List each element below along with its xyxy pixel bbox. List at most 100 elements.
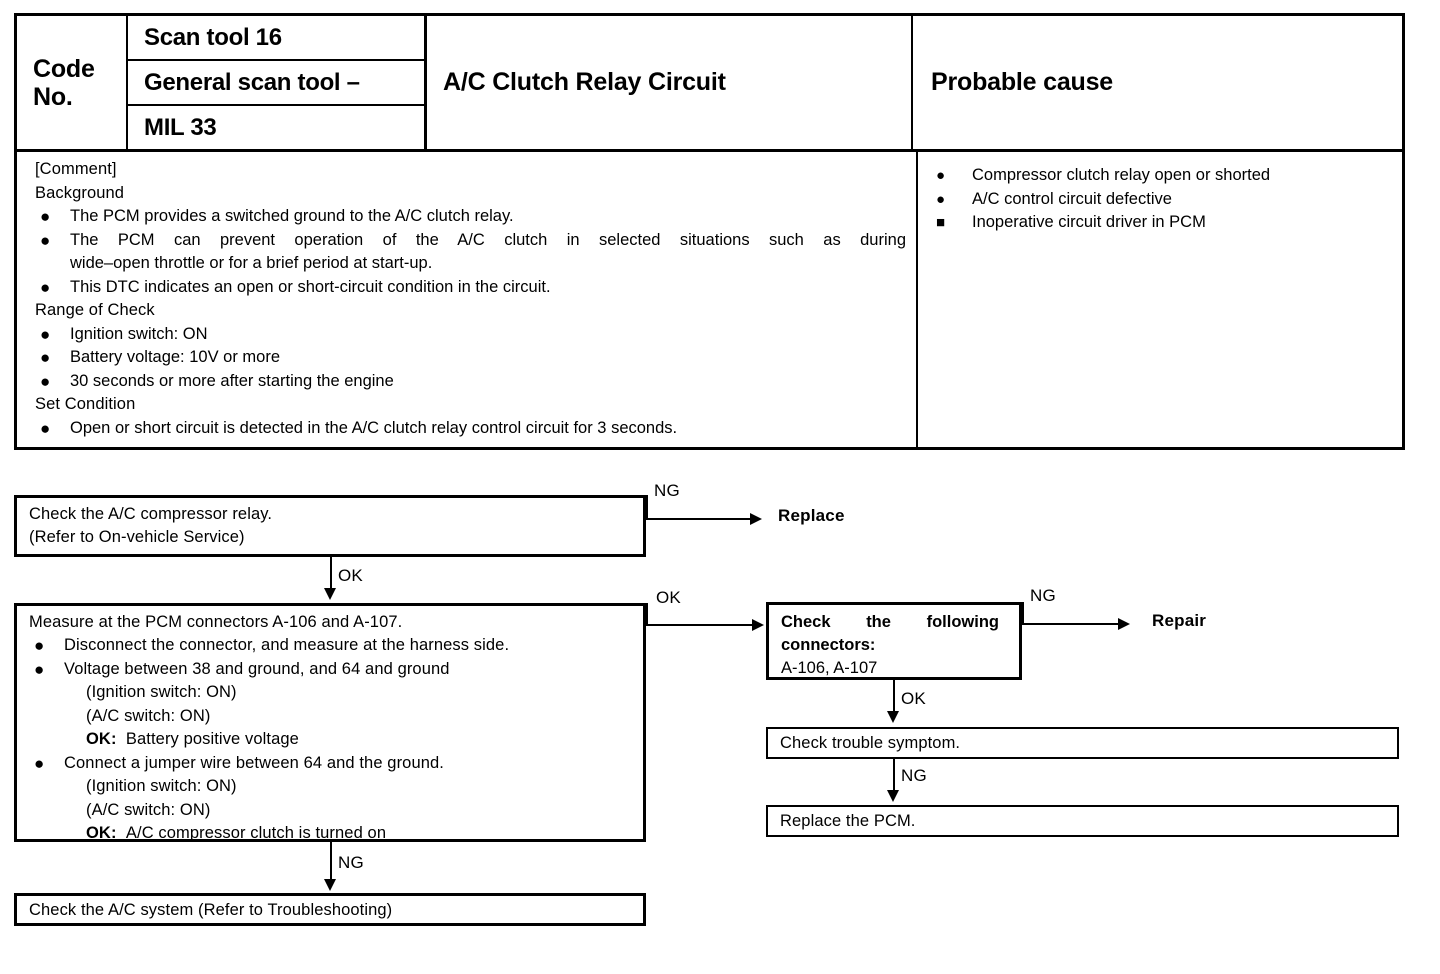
flow-box-2-sub: (A/C switch: ON) bbox=[86, 706, 211, 725]
background-item-line1: The PCM can prevent operation of the A/C… bbox=[70, 230, 906, 249]
bullet-icon: ● bbox=[40, 348, 51, 367]
flow-box-check-trouble-symptom: Check trouble symptom. bbox=[766, 727, 1399, 759]
edge-box4-ng-vertical bbox=[893, 759, 895, 797]
edge-box1-ng-horizontal bbox=[646, 518, 756, 520]
mil-33-row: MIL 33 bbox=[144, 113, 217, 141]
bullet-icon: ● bbox=[40, 324, 51, 344]
flow-box-2-bullet-text: Disconnect the connector, and measure at… bbox=[64, 636, 510, 654]
probable-cause-text: Compressor clutch relay open or shorted bbox=[972, 166, 1271, 184]
edge-box3-ng-horizontal bbox=[1022, 623, 1124, 625]
dtc-table-header: Code No. Scan tool 16 General scan tool … bbox=[17, 16, 1402, 152]
flow-box-3-line2: connectors: bbox=[781, 636, 876, 654]
scan-tool-16-row: Scan tool 16 bbox=[128, 16, 424, 61]
comment-heading: [Comment] bbox=[35, 160, 117, 178]
flow-box-3-line3: A-106, A-107 bbox=[781, 659, 878, 677]
code-no-cell: Code No. bbox=[17, 16, 128, 149]
arrow-right-icon bbox=[1118, 618, 1130, 630]
edge-label-ok-box2: OK bbox=[656, 588, 681, 607]
flow-box-measure-pcm-connectors: Measure at the PCM connectors A-106 and … bbox=[14, 603, 646, 842]
general-scan-tool-row: General scan tool – bbox=[128, 61, 424, 106]
flow-box-3-word: the bbox=[866, 613, 891, 631]
flow-box-3-line1: Check the following bbox=[781, 611, 1009, 634]
code-no-label: Code No. bbox=[33, 55, 95, 111]
flow-box-2-bullet-text: Voltage between 38 and ground, and 64 an… bbox=[64, 658, 635, 752]
edge-label-ng-box1: NG bbox=[654, 481, 680, 500]
flow-box-2-ok-text: A/C compressor clutch is turned on bbox=[125, 824, 387, 842]
flow-box-2-sub: (A/C switch: ON) bbox=[86, 800, 211, 819]
arrow-right-icon bbox=[750, 513, 762, 525]
flow-box-2-ok-text: Battery positive voltage bbox=[125, 730, 299, 748]
flow-box-2-ok-label: OK: bbox=[86, 824, 117, 842]
range-item-text: Ignition switch: ON bbox=[70, 324, 208, 343]
flow-box-6-text: Check the A/C system (Refer to Troublesh… bbox=[29, 901, 393, 919]
bullet-icon: ● bbox=[34, 659, 45, 679]
flow-box-3-word: following bbox=[926, 613, 999, 631]
edge-box2-ok-vertical bbox=[646, 603, 648, 625]
flow-box-check-compressor-relay: Check the A/C compressor relay. (Refer t… bbox=[14, 495, 646, 557]
edge-box2-ok-horizontal bbox=[646, 624, 758, 626]
bullet-icon: ● bbox=[34, 753, 45, 773]
arrow-down-icon bbox=[887, 711, 899, 723]
edge-label-ng-box3: NG bbox=[1030, 586, 1056, 605]
bullet-icon: ● bbox=[40, 230, 51, 250]
flow-box-3-justified: Check the following bbox=[781, 611, 999, 634]
probable-cause-item: ● Compressor clutch relay open or shorte… bbox=[936, 164, 1397, 188]
flow-box-2-bullet-text: Connect a jumper wire between 64 and the… bbox=[64, 752, 635, 846]
flow-box-2-sub: (Ignition switch: ON) bbox=[86, 777, 237, 795]
comment-cell: [Comment] Background ● The PCM provides … bbox=[17, 152, 918, 447]
background-item-text: The PCM can prevent operation of the A/C… bbox=[70, 229, 906, 276]
terminal-repair: Repair bbox=[1152, 611, 1207, 630]
flow-box-2-sub: (Ignition switch: ON) bbox=[86, 683, 237, 701]
flow-box-2-bullet: ● Disconnect the connector, and measure … bbox=[29, 634, 635, 658]
edge-box2-ng-vertical bbox=[330, 842, 332, 886]
edge-box3-ok-vertical bbox=[893, 680, 895, 718]
flow-box-2-ok-line: OK: Battery positive voltage bbox=[64, 728, 635, 752]
set-condition-item-text: Open or short circuit is detected in the… bbox=[70, 418, 678, 437]
arrow-down-icon bbox=[324, 879, 336, 891]
bullet-icon: ● bbox=[936, 190, 946, 208]
range-item: ● 30 seconds or more after starting the … bbox=[35, 370, 906, 394]
flow-box-2-bullet-main: Connect a jumper wire between 64 and the… bbox=[64, 753, 444, 772]
flow-box-1-line1: Check the A/C compressor relay. bbox=[29, 505, 273, 523]
probable-cause-cell: ● Compressor clutch relay open or shorte… bbox=[918, 152, 1407, 447]
range-item-text: Battery voltage: 10V or more bbox=[70, 348, 281, 366]
bullet-icon: ● bbox=[40, 371, 51, 391]
arrow-down-icon bbox=[324, 588, 336, 600]
arrow-right-icon bbox=[752, 619, 764, 631]
probable-cause-text: Inoperative circuit driver in PCM bbox=[972, 213, 1206, 231]
flow-box-1-text: Check the A/C compressor relay. (Refer t… bbox=[17, 498, 643, 549]
edge-label-ok-box1: OK bbox=[338, 566, 363, 585]
dtc-spec-table: Code No. Scan tool 16 General scan tool … bbox=[14, 13, 1405, 450]
flow-box-check-following-connectors: Check the following connectors: A-106, A… bbox=[766, 602, 1022, 680]
background-item: ● The PCM can prevent operation of the A… bbox=[35, 229, 906, 276]
background-item-text: The PCM provides a switched ground to th… bbox=[70, 207, 514, 225]
flow-box-replace-pcm: Replace the PCM. bbox=[766, 805, 1399, 837]
dtc-table-body: [Comment] Background ● The PCM provides … bbox=[17, 152, 1402, 447]
background-item-text: This DTC indicates an open or short-circ… bbox=[70, 277, 551, 296]
background-heading: Background bbox=[35, 183, 125, 202]
bullet-icon: ■ bbox=[936, 214, 946, 231]
flow-box-2-bullet: ● Voltage between 38 and ground, and 64 … bbox=[29, 658, 635, 752]
flow-box-check-ac-system: Check the A/C system (Refer to Troublesh… bbox=[14, 893, 646, 926]
probable-cause-text: A/C control circuit defective bbox=[972, 189, 1172, 208]
bullet-icon: ● bbox=[40, 277, 51, 297]
range-item-text: 30 seconds or more after starting the en… bbox=[70, 371, 394, 390]
edge-box3-ng-vertical bbox=[1022, 602, 1024, 624]
bullet-icon: ● bbox=[34, 636, 45, 655]
code-no-line1: Code bbox=[33, 54, 95, 83]
probable-cause-title-cell: Probable cause bbox=[931, 68, 1114, 96]
terminal-replace: Replace bbox=[778, 506, 845, 525]
bullet-icon: ● bbox=[936, 167, 946, 184]
bullet-icon: ● bbox=[40, 207, 51, 226]
flow-box-2-bullet: ● Connect a jumper wire between 64 and t… bbox=[29, 752, 635, 846]
range-item: ● Battery voltage: 10V or more bbox=[35, 346, 906, 370]
edge-box1-ng-vertical bbox=[646, 495, 648, 519]
flow-box-1-line2: (Refer to On-vehicle Service) bbox=[29, 528, 245, 546]
range-item: ● Ignition switch: ON bbox=[35, 323, 906, 347]
flow-box-2-ok-label: OK: bbox=[86, 730, 117, 748]
flow-box-5-text: Replace the PCM. bbox=[780, 812, 916, 830]
circuit-title-cell: A/C Clutch Relay Circuit bbox=[427, 16, 913, 149]
background-item: ● This DTC indicates an open or short-ci… bbox=[35, 276, 906, 300]
bullet-icon: ● bbox=[40, 418, 51, 438]
